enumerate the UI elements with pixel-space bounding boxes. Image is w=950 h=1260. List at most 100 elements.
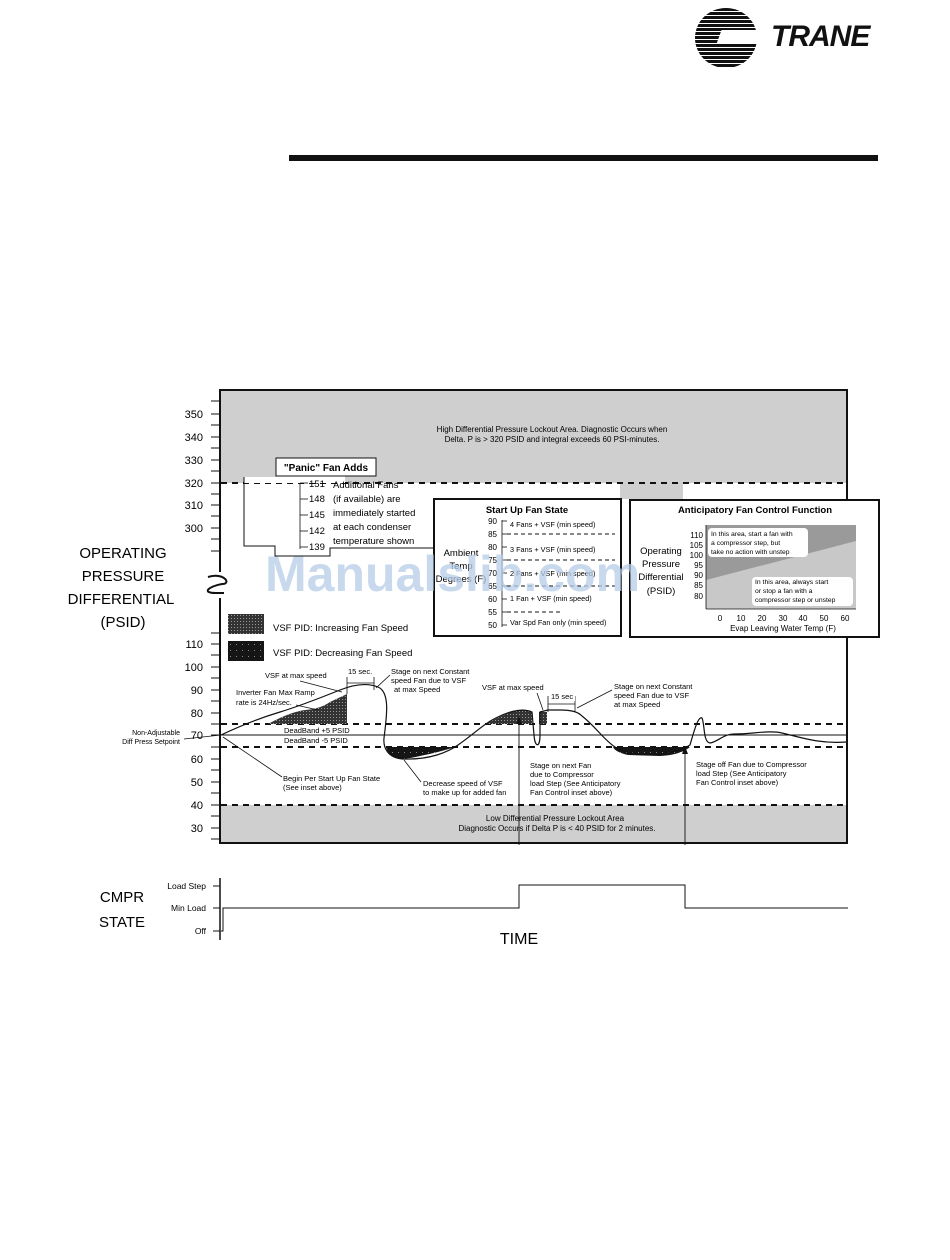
brand-name: TRANE <box>771 20 870 53</box>
deadband-plus-label: DeadBand +5 PSID <box>284 726 350 735</box>
svg-text:Non-Adjustable: Non-Adjustable <box>132 730 180 737</box>
svg-text:Low Differential Pressure Lock: Low Differential Pressure Lockout Area <box>486 814 625 823</box>
panic-value: 145 <box>309 510 325 521</box>
anticipatory-ylabel: Operating <box>640 546 682 557</box>
stage-on-note-1: speed Fan due to VSF <box>391 676 466 685</box>
anticipatory-ytick: 80 <box>694 592 703 601</box>
tick-label: 30 <box>191 823 203 835</box>
tick-label: 350 <box>185 409 203 421</box>
svg-text:Delta. P is > 320 PSID and int: Delta. P is > 320 PSID and integral exce… <box>445 435 660 444</box>
vsf-max-pointer-2 <box>536 692 544 711</box>
upper-y-axis: 350 340 330 320 310 300 <box>185 400 220 552</box>
inverter-ramp-note: Inverter Fan Max Ramp <box>236 688 315 697</box>
startup-tick: 80 <box>488 543 497 552</box>
begin-startup-pointer <box>222 736 283 778</box>
legend-increasing-swatch <box>228 614 264 634</box>
anticipatory-xlabel: Evap Leaving Water Temp (F) <box>730 624 836 633</box>
svg-text:15 sec: 15 sec <box>551 692 573 701</box>
anticipatory-ylabel: (PSID) <box>647 586 676 597</box>
vsf-max-note-1: VSF at max speed <box>265 671 327 680</box>
increasing-speed-region-1 <box>268 694 347 724</box>
stage-on-note-2: Stage on next Constant <box>614 682 693 691</box>
stage-on-comp-note: load Step (See Anticipatory <box>530 779 621 788</box>
fifteen-sec-bracket-1: 15 sec. <box>346 667 375 694</box>
legend-decreasing-label: VSF PID: Decreasing Fan Speed <box>273 648 412 659</box>
cmpr-level-label: Off <box>195 926 207 936</box>
compressor-state-axis: Load Step Min Load Off CMPR STATE <box>99 878 221 940</box>
anticipatory-ytick: 95 <box>694 561 703 570</box>
anticipatory-title: Anticipatory Fan Control Function <box>678 505 832 516</box>
low-lockout-area <box>221 805 846 842</box>
panic-value: 151 <box>309 479 325 490</box>
stage-on-note-1: Stage on next Constant <box>391 667 470 676</box>
startup-tick: 85 <box>488 530 497 539</box>
trane-globe-icon <box>695 8 757 68</box>
comp-step-on-arrow <box>516 716 522 724</box>
lower-y-axis: 110 100 90 80 70 60 50 40 30 <box>185 632 220 840</box>
startup-tick: 60 <box>488 595 497 604</box>
svg-text:High Differential Pressure Loc: High Differential Pressure Lockout Area.… <box>437 425 668 434</box>
y-axis-label: OPERATING PRESSURE DIFFERENTIAL (PSID) <box>68 545 175 631</box>
stage-on-pointer-1 <box>375 674 391 689</box>
tick-label: 330 <box>185 455 203 467</box>
startup-state: 1 Fan + VSF (min speed) <box>510 594 592 603</box>
trane-logo: TRANE <box>695 8 895 68</box>
decrease-vsf-note: Decrease speed of VSF <box>423 779 503 788</box>
setpoint-pointer <box>183 734 222 740</box>
decrease-vsf-pointer <box>403 759 422 783</box>
setpoint-label: Non-Adjustable Diff Press Setpoint <box>122 730 180 746</box>
startup-tick: 70 <box>488 569 497 578</box>
cmpr-label: STATE <box>99 914 145 931</box>
panic-value: 142 <box>309 526 325 537</box>
tick-label: 110 <box>185 639 203 651</box>
increasing-speed-region-3 <box>539 712 547 724</box>
cmpr-label: CMPR <box>100 889 144 906</box>
stage-on-note-2: at max Speed <box>614 700 660 709</box>
axis-break-icon <box>200 572 230 598</box>
stage-off-comp-note: Fan Control inset above) <box>696 778 779 787</box>
anticipatory-ytick: 105 <box>690 541 704 550</box>
begin-startup-note: (See inset above) <box>283 783 342 792</box>
ramp-pointer <box>295 704 319 711</box>
startup-tick: 55 <box>488 608 497 617</box>
svg-text:(PSID): (PSID) <box>101 614 146 631</box>
anticipatory-xtick: 30 <box>779 614 788 623</box>
tick-label: 40 <box>191 800 203 812</box>
startup-state: 2 Fans + VSF (min speed) <box>510 569 595 578</box>
panic-text: immediately started <box>333 508 415 519</box>
panic-text: at each condenser <box>333 522 411 533</box>
tick-label: 80 <box>191 708 203 720</box>
anticipatory-xtick: 0 <box>718 614 723 623</box>
anticipatory-ytick: 110 <box>690 531 703 540</box>
begin-startup-note: Begin Per Start Up Fan State <box>283 774 380 783</box>
tick-label: 100 <box>185 662 203 674</box>
legend-decreasing-swatch <box>228 641 264 661</box>
stage-on-pointer-2 <box>576 689 613 709</box>
startup-ylabel: Temp <box>449 561 472 572</box>
startup-title: Start Up Fan State <box>486 505 568 516</box>
anticipatory-xtick: 10 <box>737 614 746 623</box>
low-lockout-text: Low Differential Pressure Lockout Area D… <box>458 814 655 833</box>
startup-ylabel: Degrees (F) <box>436 574 487 585</box>
panic-title: "Panic" Fan Adds <box>284 463 369 474</box>
startup-state: 4 Fans + VSF (min speed) <box>510 520 595 529</box>
anticipatory-note-upper: take no action with unstep <box>711 549 790 556</box>
inverter-ramp-note: rate is 24Hz/sec. <box>236 698 292 707</box>
startup-state: 3 Fans + VSF (min speed) <box>510 545 595 554</box>
panic-value: 148 <box>309 494 325 505</box>
startup-tick: 75 <box>488 556 497 565</box>
stage-off-comp-note: load Step (See Anticipatory <box>696 769 787 778</box>
cmpr-level-label: Min Load <box>171 903 206 913</box>
svg-text:PRESSURE: PRESSURE <box>82 568 165 585</box>
deadband-minus-label: DeadBand -5 PSID <box>284 736 348 745</box>
anticipatory-ytick: 90 <box>694 571 703 580</box>
anticipatory-xtick: 20 <box>758 614 767 623</box>
anticipatory-note-lower: In this area, always start <box>755 579 828 586</box>
panic-text: temperature shown <box>333 536 414 547</box>
stage-on-comp-note: due to Compressor <box>530 770 594 779</box>
svg-text:Diff Press Setpoint: Diff Press Setpoint <box>122 739 180 746</box>
tick-label: 50 <box>191 777 203 789</box>
panic-value: 139 <box>309 542 325 553</box>
anticipatory-xtick: 60 <box>841 614 850 623</box>
